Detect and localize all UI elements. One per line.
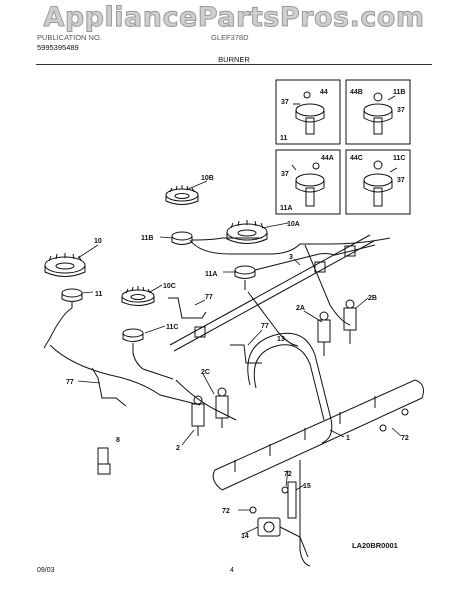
callout-10c: 10C	[163, 283, 176, 290]
leader-lines	[77, 180, 402, 535]
main-manifold	[212, 379, 424, 491]
bracket-77-c	[91, 367, 127, 407]
footer-date: 09/03	[37, 567, 55, 574]
callout-72-c: 72	[222, 508, 230, 515]
callout-2: 2	[176, 445, 180, 452]
valve-2a	[317, 311, 331, 356]
inset-box-11	[275, 79, 341, 145]
inset-box-11b	[345, 79, 411, 145]
callout-37-inset-11c: 37	[397, 177, 405, 184]
callout-37-inset-11: 37	[281, 99, 289, 106]
watermark: AppliancePartsPros.com	[43, 2, 425, 34]
callout-2b: 2B	[368, 295, 377, 302]
inset-box-11c	[345, 149, 411, 215]
callout-13: 13	[277, 336, 285, 343]
callout-2a: 2A	[296, 305, 305, 312]
tube-13-inner	[253, 344, 325, 421]
bracket-77-a	[168, 297, 207, 319]
callout-37-inset-11b: 37	[397, 107, 405, 114]
callout-77-a: 77	[205, 294, 213, 301]
callout-11-inset: 11	[280, 135, 288, 142]
burner-base-11a	[234, 265, 256, 290]
callout-2c: 2C	[201, 369, 210, 376]
burner-10b	[165, 185, 199, 205]
callout-11c: 11C	[166, 324, 178, 331]
burner-10	[44, 253, 86, 277]
callout-10: 10	[94, 238, 102, 245]
callout-1: 1	[346, 435, 350, 442]
valve-2c	[215, 387, 229, 428]
inset-11b-drawing	[363, 92, 396, 135]
screw-72-c	[281, 486, 289, 494]
callout-11c-inset: 11C	[393, 155, 405, 162]
diagram-code: LA20BR0001	[352, 541, 398, 550]
header-rule	[36, 64, 432, 65]
section-title: BURNER	[218, 55, 250, 64]
callout-11: 11	[95, 291, 103, 298]
callout-11a-inset: 11A	[280, 205, 292, 212]
callout-8: 8	[116, 437, 120, 444]
manifold-bar	[169, 234, 375, 352]
callout-44c: 44C	[350, 155, 363, 162]
callout-44: 44	[320, 89, 328, 96]
callout-11a: 11A	[205, 271, 217, 278]
publication-label: PUBLICATION NO.	[37, 33, 102, 42]
callout-72-b: 72	[284, 471, 292, 478]
callout-10b: 10B	[201, 175, 214, 182]
screw-72-d	[249, 506, 257, 514]
callout-14: 14	[241, 533, 249, 540]
model-number: GLEF378D	[211, 33, 249, 42]
callout-11b-inset: 11B	[393, 89, 405, 96]
callout-3: 3	[289, 254, 293, 261]
tube-13	[247, 332, 333, 444]
callout-44a: 44A	[321, 155, 334, 162]
screw-72-b	[379, 424, 387, 432]
burner-10c	[121, 286, 155, 306]
callout-44b: 44B	[350, 89, 363, 96]
callout-72-a: 72	[401, 435, 409, 442]
burner-base-11b	[171, 231, 262, 245]
bracket-15	[287, 481, 297, 519]
valve-2b	[343, 299, 357, 344]
burner-10a	[226, 220, 268, 244]
part-8	[97, 447, 111, 475]
burner-base-11	[43, 288, 83, 349]
callout-77-b: 77	[261, 323, 269, 330]
callout-37-inset-11a: 37	[281, 171, 289, 178]
callout-10a: 10A	[287, 221, 300, 228]
inset-11a-drawing	[291, 162, 325, 207]
callout-11b: 11B	[141, 235, 153, 242]
publication-number: 5995395489	[37, 43, 79, 52]
bracket-77-b	[230, 344, 262, 364]
inset-box-11a	[275, 149, 341, 215]
callout-77-c: 77	[66, 379, 74, 386]
inset-11-drawing	[293, 91, 325, 135]
callout-15: 15	[303, 483, 311, 490]
screw-72-a	[401, 408, 409, 416]
inset-11c-drawing	[363, 160, 398, 207]
burner-base-11c	[122, 328, 174, 380]
footer-page: 4	[230, 567, 234, 574]
valve-2	[191, 395, 205, 436]
